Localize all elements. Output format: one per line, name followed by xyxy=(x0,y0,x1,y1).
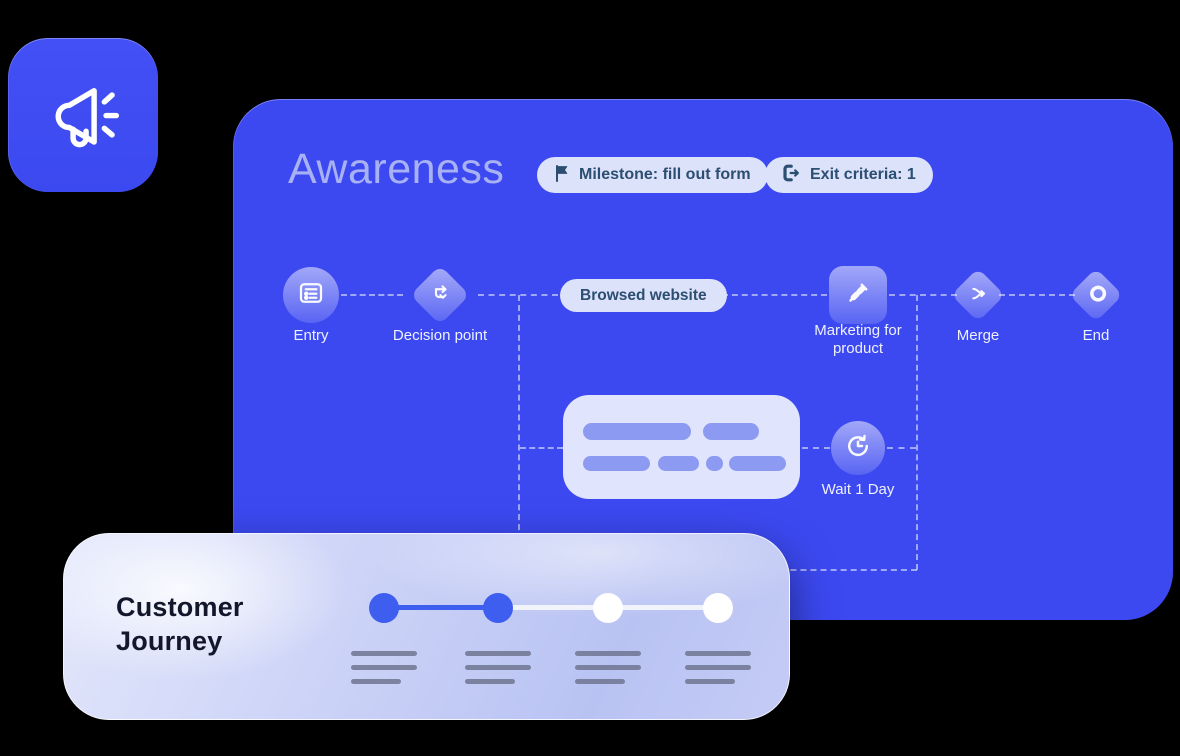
journey-step-dot-2[interactable] xyxy=(593,593,623,623)
skeleton-bar xyxy=(703,423,759,440)
milestone-badge-label: Milestone: fill out form xyxy=(579,166,751,183)
step-text-line xyxy=(465,679,515,684)
flow-node-merge-label: Merge xyxy=(956,327,1000,344)
megaphone-app-tile[interactable] xyxy=(8,38,158,192)
flow-node-browsed-website-label: Browsed website xyxy=(580,286,707,304)
flow-node-end[interactable] xyxy=(1069,268,1123,322)
customer-journey-card: Customer Journey xyxy=(63,533,790,720)
flow-node-decision-point-label: Decision point xyxy=(392,327,488,344)
connector-branch-right-vertical xyxy=(916,295,918,570)
milestone-badge[interactable]: Milestone: fill out form xyxy=(537,157,768,193)
journey-step-dot-1[interactable] xyxy=(483,593,513,623)
skeleton-dot xyxy=(706,456,723,471)
stage-title: Awareness xyxy=(288,145,505,193)
exit-criteria-badge[interactable]: Exit criteria: 1 xyxy=(765,157,933,193)
connector-branch-card xyxy=(520,447,563,449)
connector-wait-vertical xyxy=(887,447,916,449)
step-text-line xyxy=(351,665,417,670)
step-text-line xyxy=(685,679,735,684)
step-text-line xyxy=(351,679,401,684)
skeleton-bar xyxy=(658,456,699,471)
skeleton-bar xyxy=(729,456,786,471)
ring-icon xyxy=(1077,276,1116,315)
step-text-line xyxy=(465,651,531,656)
skeleton-bar xyxy=(583,456,650,471)
step-text-line xyxy=(575,679,625,684)
merge-icon xyxy=(959,276,998,315)
connector-branch-left-vertical xyxy=(518,295,520,570)
customer-journey-title: Customer Journey xyxy=(116,592,244,656)
flow-node-wait-1-day-label: Wait 1 Day xyxy=(821,481,895,498)
journey-step-dot-0[interactable] xyxy=(369,593,399,623)
flow-node-wait-1-day[interactable] xyxy=(831,421,885,475)
step-text-line xyxy=(575,665,641,670)
connector-merge-end xyxy=(999,294,1075,296)
connector-card-wait xyxy=(802,447,830,449)
connector-pill-marketing xyxy=(722,294,827,296)
flag-icon xyxy=(554,164,570,187)
step-text-line xyxy=(575,651,641,656)
exit-icon xyxy=(782,164,801,187)
flow-node-merge[interactable] xyxy=(951,268,1005,322)
flow-node-browsed-website[interactable]: Browsed website xyxy=(560,279,727,312)
flow-node-entry-label: Entry xyxy=(293,327,329,344)
flow-node-marketing-for-product[interactable] xyxy=(829,266,887,324)
flow-node-end-label: End xyxy=(1082,327,1110,344)
exit-criteria-badge-label: Exit criteria: 1 xyxy=(810,166,916,183)
journey-step-dot-3[interactable] xyxy=(703,593,733,623)
branch-arrows-icon xyxy=(420,275,460,315)
connector-entry-decision xyxy=(341,294,403,296)
plug-icon xyxy=(843,278,873,313)
journey-connector-2 xyxy=(608,605,718,610)
journey-connector-1 xyxy=(498,605,608,610)
list-icon xyxy=(296,278,326,313)
skeleton-bar xyxy=(583,423,691,440)
content-preview-card[interactable] xyxy=(563,395,800,499)
megaphone-icon xyxy=(42,72,124,159)
step-text-line xyxy=(351,651,417,656)
connector-marketing-merge xyxy=(889,294,957,296)
flow-node-entry[interactable] xyxy=(283,267,339,323)
step-text-line xyxy=(465,665,531,670)
clock-history-icon xyxy=(843,431,873,466)
flow-node-decision-point[interactable] xyxy=(410,265,470,325)
step-text-line xyxy=(685,651,751,656)
journey-connector-0 xyxy=(384,605,498,610)
step-text-line xyxy=(685,665,751,670)
flow-node-marketing-for-product-label: Marketing for product xyxy=(814,322,902,357)
